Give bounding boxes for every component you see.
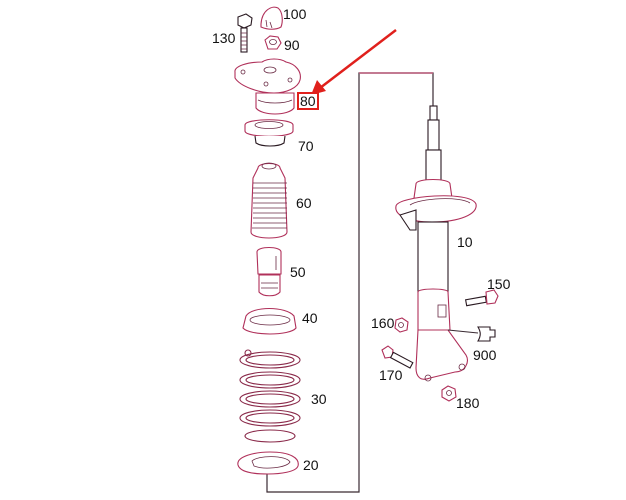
label-part-60[interactable]: 60 xyxy=(296,195,312,211)
label-part-170[interactable]: 170 xyxy=(379,367,403,383)
part-60-dust-boot[interactable] xyxy=(250,162,288,239)
part-20-lower-spring-pad[interactable] xyxy=(237,451,299,475)
part-180-nut[interactable] xyxy=(441,385,457,402)
label-part-50[interactable]: 50 xyxy=(290,264,306,280)
part-160-nut[interactable] xyxy=(394,317,409,333)
callout-arrow-icon xyxy=(311,29,397,95)
label-part-20[interactable]: 20 xyxy=(303,457,319,473)
label-part-10[interactable]: 10 xyxy=(457,234,473,250)
label-part-100[interactable]: 100 xyxy=(283,6,307,22)
label-part-30[interactable]: 30 xyxy=(311,391,327,407)
part-90-nut[interactable] xyxy=(264,35,282,50)
label-part-80-highlighted[interactable]: 80 xyxy=(297,92,319,110)
part-100-cap[interactable] xyxy=(260,6,283,30)
label-part-130[interactable]: 130 xyxy=(212,30,236,46)
part-50-bump-stop[interactable] xyxy=(256,246,282,297)
part-40-spring-pad[interactable] xyxy=(242,307,297,335)
part-150-bolt[interactable] xyxy=(464,289,499,307)
part-10-shock-absorber[interactable] xyxy=(395,105,477,382)
label-part-70[interactable]: 70 xyxy=(298,138,314,154)
label-part-180[interactable]: 180 xyxy=(456,395,480,411)
label-part-150[interactable]: 150 xyxy=(487,276,511,292)
part-70-upper-spring-seat[interactable] xyxy=(244,119,294,147)
assembly-connector-line xyxy=(266,72,434,493)
part-80-strut-mount[interactable] xyxy=(234,58,301,115)
part-30-coil-spring[interactable] xyxy=(239,349,301,443)
label-part-40[interactable]: 40 xyxy=(302,310,318,326)
label-part-160[interactable]: 160 xyxy=(371,315,395,331)
part-170-bolt[interactable] xyxy=(381,345,414,369)
part-130-bolt[interactable] xyxy=(237,13,253,53)
label-part-90[interactable]: 90 xyxy=(284,37,300,53)
label-part-900[interactable]: 900 xyxy=(473,347,497,363)
part-900-bracket[interactable] xyxy=(447,326,496,342)
